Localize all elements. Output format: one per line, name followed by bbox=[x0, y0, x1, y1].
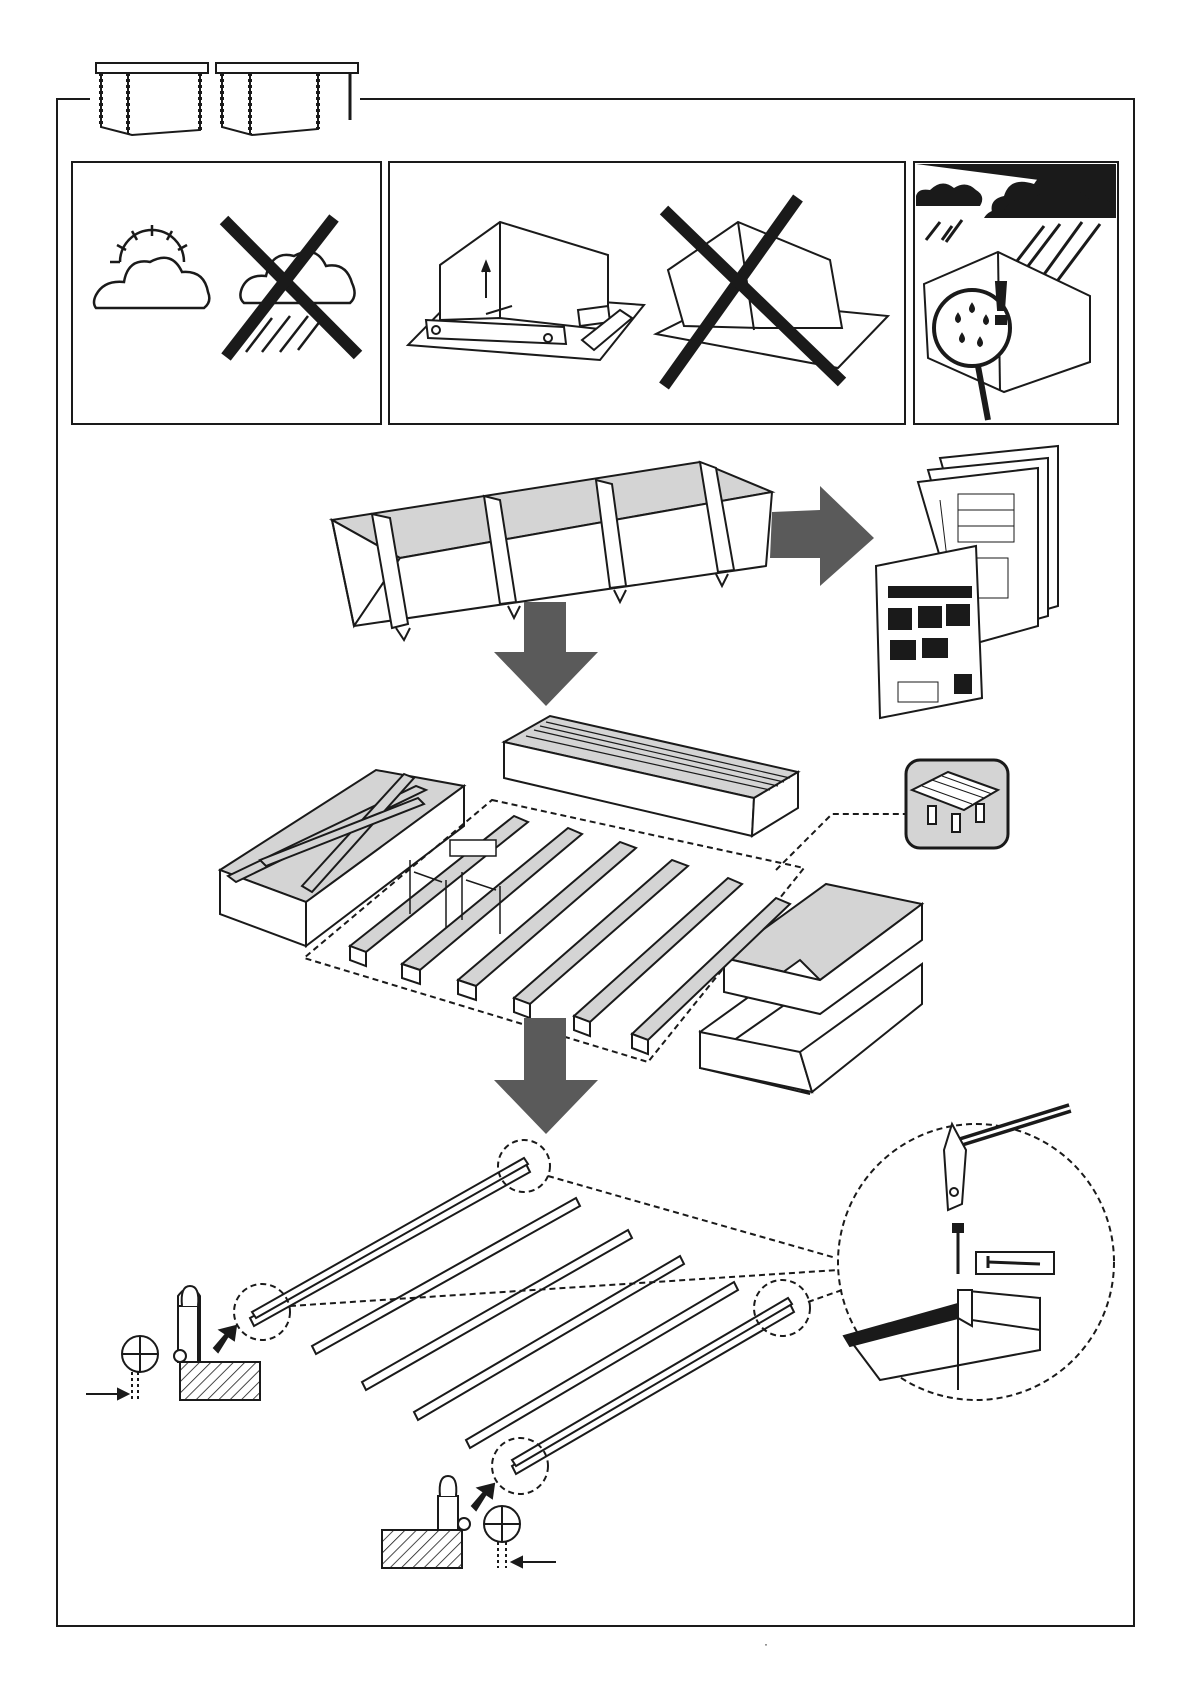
nail-floor-beams-step bbox=[86, 1108, 1114, 1568]
down-arrow bbox=[494, 602, 598, 706]
down-arrow-2 bbox=[494, 1018, 598, 1134]
edge-profile-left bbox=[86, 1286, 260, 1400]
level-foundation-panel bbox=[389, 162, 905, 424]
nail-icon bbox=[953, 1224, 1054, 1274]
edge-profile-right bbox=[382, 1476, 556, 1568]
unpack-step bbox=[332, 446, 1058, 718]
weather-panel bbox=[72, 162, 381, 424]
header-house-icons bbox=[96, 63, 358, 135]
garden-house-icon bbox=[96, 63, 208, 135]
footer-mark: · bbox=[764, 1637, 768, 1651]
pallet-icon bbox=[906, 760, 1008, 848]
right-arrow bbox=[770, 486, 874, 586]
floor-beams-icon bbox=[250, 1158, 794, 1474]
manual-pages-icon bbox=[876, 446, 1058, 718]
rain-protection-panel bbox=[914, 162, 1118, 424]
beam-detail-closeup bbox=[844, 1290, 1040, 1390]
sort-parts-step bbox=[220, 716, 1008, 1134]
garden-house-with-canopy-icon bbox=[216, 63, 358, 135]
hammer-icon bbox=[944, 1108, 1070, 1210]
